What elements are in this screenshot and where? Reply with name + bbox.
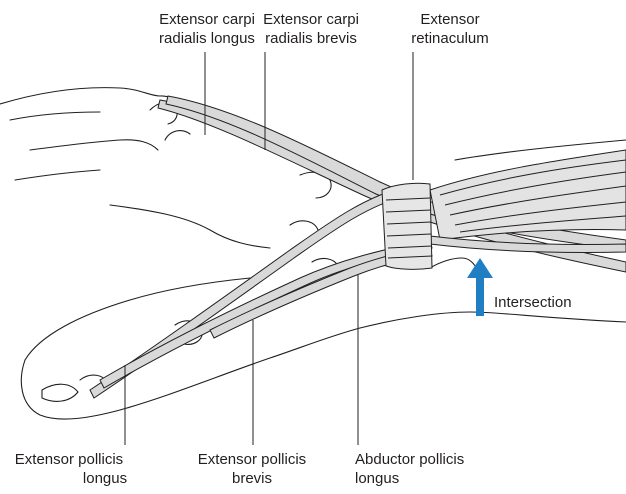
label-extensor-retinaculum: Extensor retinaculum bbox=[400, 10, 500, 48]
extensor-retinaculum bbox=[382, 183, 432, 269]
hand-outline bbox=[0, 88, 626, 419]
label-extensor-carpi-radialis-longus: Extensor carpi radialis longus bbox=[148, 10, 266, 48]
label-er-line1: Extensor bbox=[400, 10, 500, 29]
label-apl-line2: longus bbox=[355, 469, 464, 488]
label-ecrb-line1: Extensor carpi bbox=[252, 10, 370, 29]
label-ecrb-line2: radialis brevis bbox=[252, 29, 370, 48]
label-extensor-pollicis-brevis: Extensor pollicis brevis bbox=[186, 450, 318, 488]
label-er-line2: retinaculum bbox=[400, 29, 500, 48]
label-extensor-pollicis-longus: Extensor pollicis longus bbox=[4, 450, 134, 488]
label-epl-line1: Extensor pollicis bbox=[4, 450, 134, 469]
label-ecrl-line1: Extensor carpi bbox=[148, 10, 266, 29]
label-extensor-carpi-radialis-brevis: Extensor carpi radialis brevis bbox=[252, 10, 370, 48]
label-intersection-text: Intersection bbox=[494, 293, 572, 312]
label-ecrl-line2: radialis longus bbox=[148, 29, 266, 48]
label-abductor-pollicis-longus: Abductor pollicis longus bbox=[355, 450, 464, 488]
label-intersection: Intersection bbox=[494, 293, 572, 312]
label-epl-line2: longus bbox=[4, 469, 134, 488]
label-apl-line1: Abductor pollicis bbox=[355, 450, 464, 469]
label-epb-line1: Extensor pollicis bbox=[186, 450, 318, 469]
label-epb-line2: brevis bbox=[186, 469, 318, 488]
intersection-arrow-icon bbox=[467, 258, 493, 316]
